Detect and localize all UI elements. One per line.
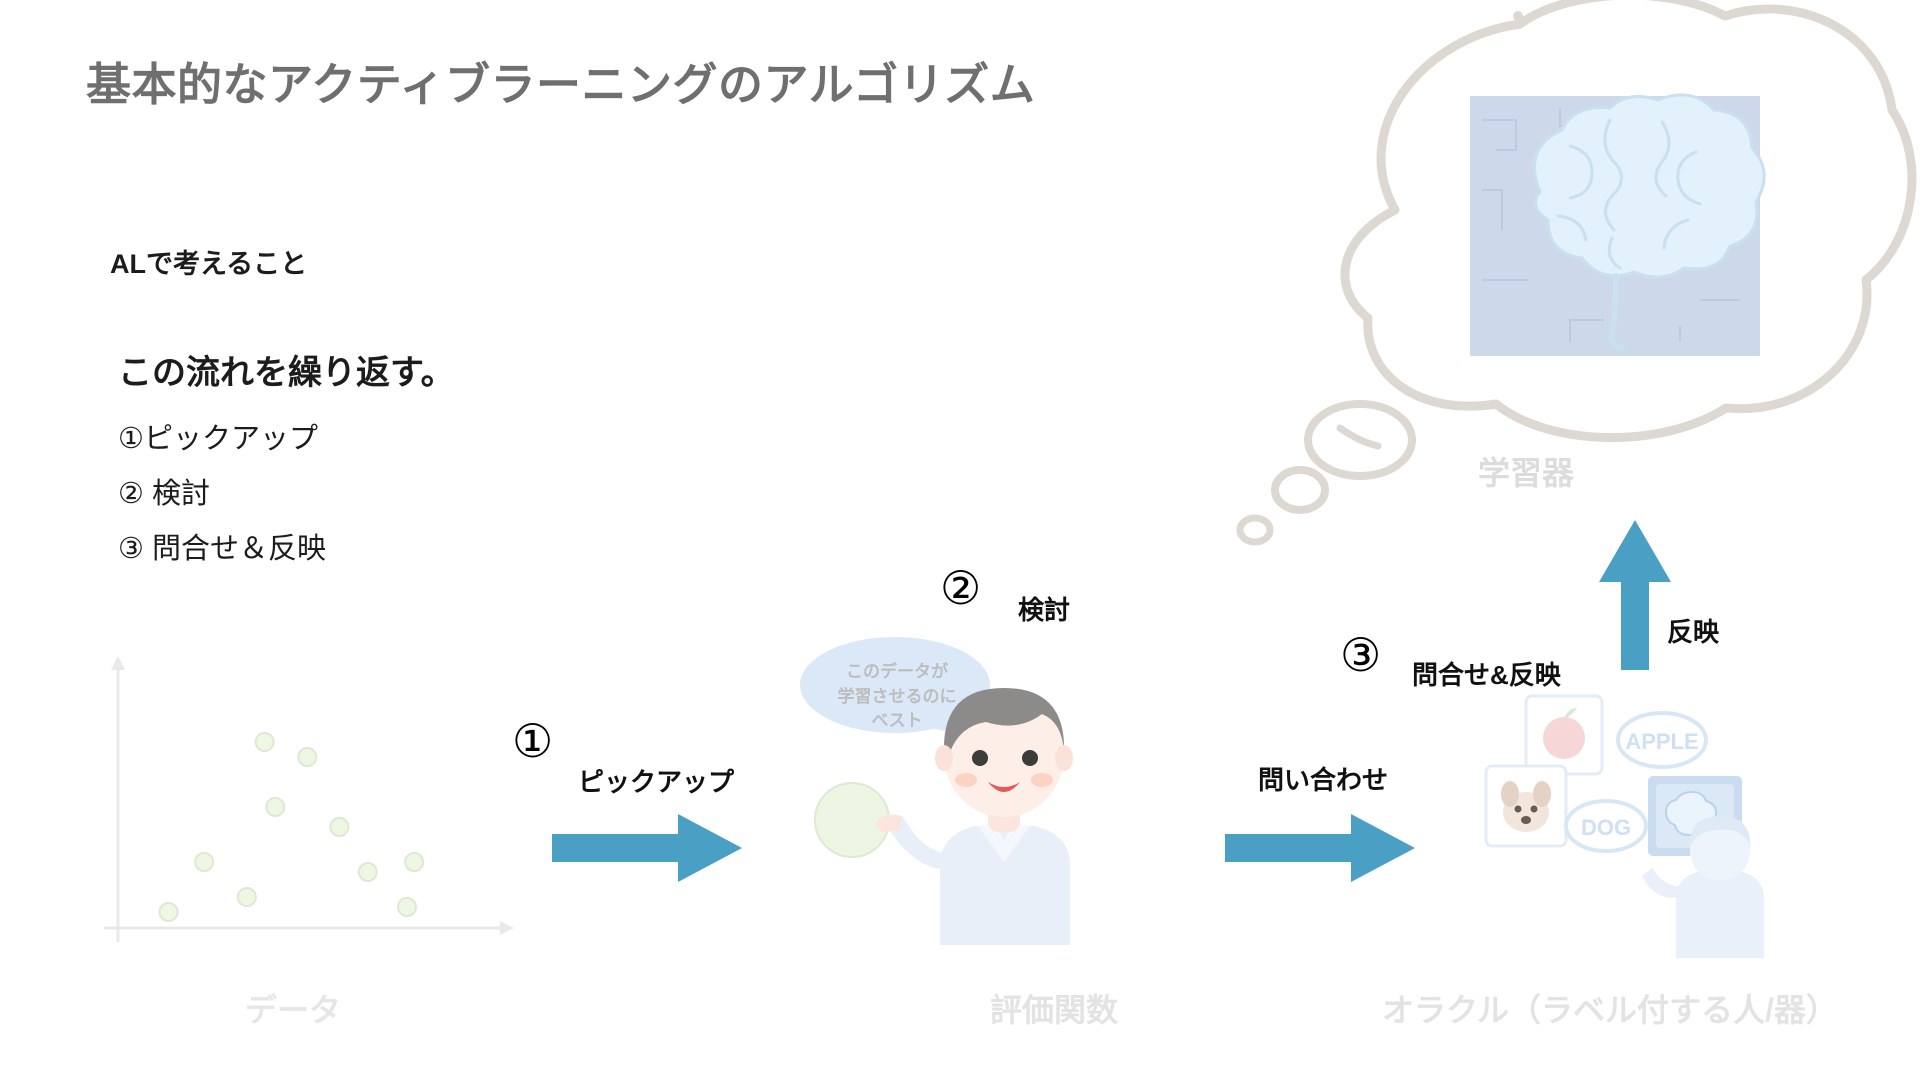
scatter-point xyxy=(254,732,275,752)
speech-bubble-line-3: ベスト xyxy=(871,711,923,731)
scatter-point xyxy=(194,852,215,872)
page-title: 基本的なアクティブラーニングのアルゴリズム xyxy=(86,59,1036,110)
scatter-point xyxy=(397,897,417,917)
step-caption-1: ピックアップ xyxy=(578,767,735,797)
svg-text:DOG: DOG xyxy=(1581,815,1631,840)
learner-label: 学習器 xyxy=(1478,455,1575,491)
data-node-label: データ xyxy=(245,992,342,1028)
step-badge-2: ② xyxy=(940,562,982,614)
flow-step-item: ② 検討 xyxy=(118,478,211,510)
step-caption-2: 検討 xyxy=(1018,595,1071,625)
scatter-point xyxy=(329,817,350,837)
evaluation-function-illustration xyxy=(790,630,1190,950)
data-scatter-plot xyxy=(100,650,520,950)
scatter-point xyxy=(236,887,257,907)
flow-heading: この流れを繰り返す。 xyxy=(118,354,455,392)
evaluation-function-label: 評価関数 xyxy=(990,992,1119,1028)
speech-bubble-text: このデータが 学習させるのに ベスト xyxy=(822,660,972,734)
flow-step-item: ③ 問合せ＆反映 xyxy=(118,533,327,565)
learner-thought-cloud xyxy=(1140,0,1920,600)
speech-bubble-line-2: 学習させるのに xyxy=(837,686,957,706)
svg-text:APPLE: APPLE xyxy=(1625,729,1698,754)
flow-step-item: ①ピックアップ xyxy=(118,423,318,455)
scatter-point xyxy=(357,862,378,882)
reflect-arrow-icon xyxy=(1595,520,1675,675)
inquiry-arrow-label: 問い合わせ xyxy=(1258,765,1389,795)
scatter-point xyxy=(404,852,425,872)
step-badge-3: ③ xyxy=(1340,629,1382,681)
oracle-illustration: APPLE DOG xyxy=(1480,690,1780,960)
pickup-arrow-icon xyxy=(552,812,742,889)
reflect-arrow-label: 反映 xyxy=(1667,617,1720,647)
step-caption-3: 問合せ&反映 xyxy=(1412,660,1561,690)
inquiry-arrow-icon xyxy=(1225,812,1415,889)
scatter-point xyxy=(158,902,179,922)
scatter-point xyxy=(297,747,318,767)
step-badge-1: ① xyxy=(512,715,554,767)
oracle-label: オラクル（ラベル付する人/器） xyxy=(1382,992,1838,1028)
lead-label: ALで考えること xyxy=(110,249,308,279)
scatter-point xyxy=(265,797,286,817)
speech-bubble-line-1: このデータが xyxy=(846,662,948,681)
